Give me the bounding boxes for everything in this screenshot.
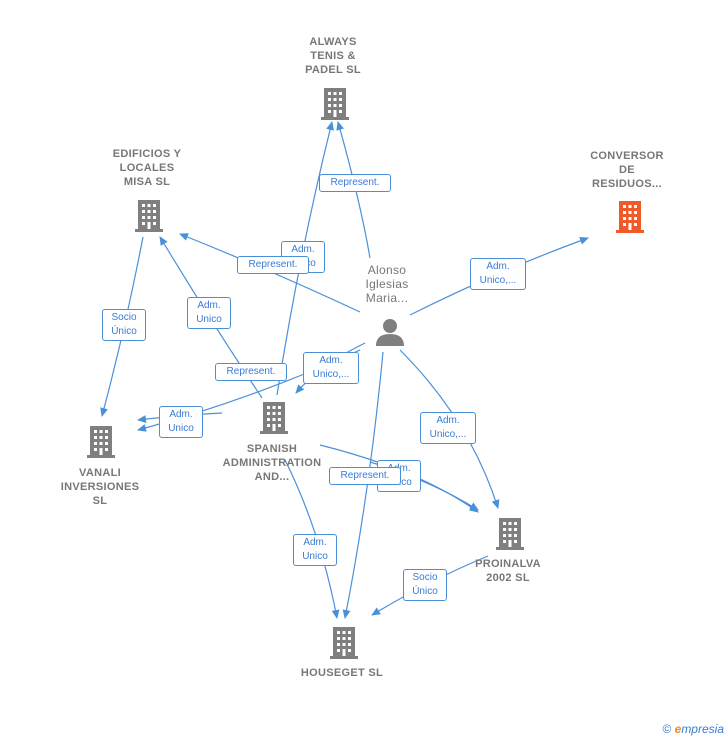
- nodes-icons: [87, 88, 644, 659]
- node-label-conversor[interactable]: CONVERSOR DE RESIDUOS...: [590, 150, 664, 190]
- edge-label-adm-proinalva: Adm. Unico,...: [420, 412, 476, 444]
- building-icon[interactable]: [87, 426, 115, 458]
- edge-label-socio-vanali: Socio Único: [102, 309, 146, 341]
- person-icon[interactable]: [376, 319, 404, 346]
- node-label-always[interactable]: ALWAYS TENIS & PADEL SL: [305, 36, 361, 76]
- edge-label-represent-proinalva: Represent.: [329, 467, 401, 485]
- edge-alonso-always-1: [336, 121, 371, 259]
- edge-label-adm-alonso-vanali: Adm. Unico,...: [303, 352, 359, 384]
- footer-brand: © empresia: [662, 722, 724, 736]
- building-icon-highlight[interactable]: [616, 201, 644, 233]
- building-icon[interactable]: [330, 627, 358, 659]
- node-label-edificios[interactable]: EDIFICIOS Y LOCALES MISA SL: [112, 148, 182, 188]
- copyright-symbol: ©: [662, 722, 672, 736]
- edge-alonso-houseget: [342, 351, 384, 619]
- building-icon[interactable]: [135, 200, 163, 232]
- node-label-houseget[interactable]: HOUSEGET SL: [300, 667, 384, 679]
- edge-label-adm-houseget: Adm. Unico: [293, 534, 337, 566]
- edge-label-represent-always: Represent.: [319, 174, 391, 192]
- building-icon[interactable]: [321, 88, 349, 120]
- brand-logo-letter: e: [674, 722, 682, 736]
- edge-label-adm-conversor: Adm. Unico,...: [470, 258, 526, 290]
- building-icon[interactable]: [260, 402, 288, 434]
- building-icon[interactable]: [496, 518, 524, 550]
- node-label-proinalva[interactable]: PROINALVA 2002 SL: [475, 558, 541, 584]
- node-label-alonso[interactable]: Alonso Iglesias Maria...: [365, 263, 409, 305]
- edge-label-adm-edificios: Adm. Unico: [187, 297, 231, 329]
- edge-label-adm-vanali: Adm. Unico: [159, 406, 203, 438]
- brand-name: mpresia: [681, 722, 724, 736]
- node-label-spanish[interactable]: SPANISH ADMINISTRATION AND...: [222, 443, 322, 483]
- node-label-vanali[interactable]: VANALI INVERSIONES SL: [60, 467, 140, 507]
- edge-label-socio-houseget: Socio Único: [403, 569, 447, 601]
- edge-label-represent-edificios: Represent.: [237, 256, 309, 274]
- edge-label-represent-spanish: Represent.: [215, 363, 287, 381]
